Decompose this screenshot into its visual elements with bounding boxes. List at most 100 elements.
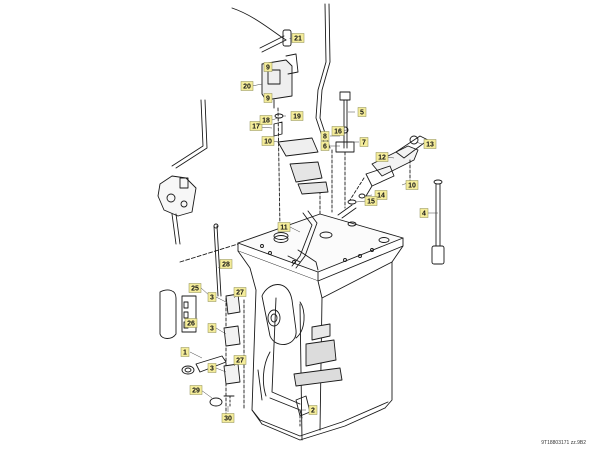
tank-top-details [260,204,390,271]
callout-number: 13 [426,142,434,149]
callout-29: 29 [189,385,203,395]
callout-number: 10 [264,139,272,146]
callout-number: 4 [422,211,426,218]
sensor-rod [431,179,445,265]
callout-box [331,126,345,136]
callout-9: 9 [263,93,273,103]
callout-1: 1 [180,347,190,357]
callout-30: 30 [221,413,235,423]
callout-box [277,222,291,232]
callout-number: 1 [183,350,187,357]
callout-box [308,405,318,415]
callout-9: 9 [263,62,273,72]
callout-box [419,208,429,218]
callout-number: 28 [222,262,230,269]
callout-box [364,196,378,206]
callout-12: 12 [375,152,389,162]
callout-14: 14 [374,190,388,200]
callout-number: 29 [192,388,200,395]
callout-box [374,190,388,200]
callout-box [207,323,217,333]
callout-number: 19 [293,114,301,121]
callout-box [263,62,273,72]
callout-box [188,283,202,293]
top-cable-assembly [231,7,329,231]
callout-box [233,355,247,365]
callout-number: 9 [266,96,270,103]
callout-3: 3 [207,292,217,302]
callout-number: 9 [266,65,270,72]
callout-28: 28 [219,259,233,269]
callout-box [405,180,419,190]
drawing-reference-number: 9T18803171 zz.9B2 [541,440,586,446]
callout-box [263,93,273,103]
callout-box [219,259,233,269]
callout-number: 26 [187,321,195,328]
callout-box [180,347,190,357]
callout-number: 27 [236,290,244,297]
callout-10: 10 [405,180,419,190]
callout-13: 13 [423,139,437,149]
callout-3: 3 [207,323,217,333]
callout-box [233,287,247,297]
callout-box [207,292,217,302]
long-vertical-rod [315,3,333,213]
callout-number: 20 [243,84,251,91]
clip-part [295,395,311,427]
callout-27: 27 [233,287,247,297]
callout-box [291,33,305,43]
callout-number: 17 [252,124,260,131]
callout-number: 21 [294,36,302,43]
callout-box [357,107,367,117]
callout-number: 11 [280,225,288,232]
callout-box [249,121,263,131]
callout-15: 15 [364,196,378,206]
rod-part [213,223,222,297]
callout-8: 8 [320,131,330,141]
callout-3: 3 [207,363,217,373]
callout-25: 25 [188,283,202,293]
callout-number: 16 [334,129,342,136]
callout-number: 10 [408,183,416,190]
callout-number: 30 [224,416,232,423]
callout-box [320,141,330,151]
callout-number: 18 [262,118,270,125]
callout-number: 3 [210,295,214,302]
callout-7: 7 [359,137,369,147]
callout-number: 27 [236,358,244,365]
left-clamp-assembly [159,289,241,407]
bolt-stack [335,91,355,209]
callout-number: 12 [378,155,386,162]
callout-number: 7 [362,140,366,147]
callout-17: 17 [249,121,263,131]
callout-box [375,152,389,162]
callout-26: 26 [184,318,198,328]
cable-assembly-left [157,99,208,245]
callout-2: 2 [308,405,318,415]
callout-box [240,81,254,91]
callout-20: 20 [240,81,254,91]
callout-number: 3 [210,326,214,333]
callout-10: 10 [261,136,275,146]
callout-19: 19 [290,111,304,121]
callout-4: 4 [419,208,429,218]
callout-box [290,111,304,121]
callout-18: 18 [259,115,273,125]
callout-11: 11 [277,222,291,232]
callout-number: 14 [377,193,385,200]
callout-21: 21 [291,33,305,43]
callout-box [259,115,273,125]
callout-box [359,137,369,147]
callout-box [423,139,437,149]
callout-box [261,136,275,146]
callout-27: 27 [233,355,247,365]
callout-labels: 1233345678991010111213141516171819202125… [180,33,437,423]
callout-box [184,318,198,328]
callout-number: 5 [360,110,364,117]
callout-number: 2 [311,408,315,415]
callout-number: 3 [210,366,214,373]
callout-5: 5 [357,107,367,117]
callout-box [189,385,203,395]
callout-number: 6 [323,144,327,151]
